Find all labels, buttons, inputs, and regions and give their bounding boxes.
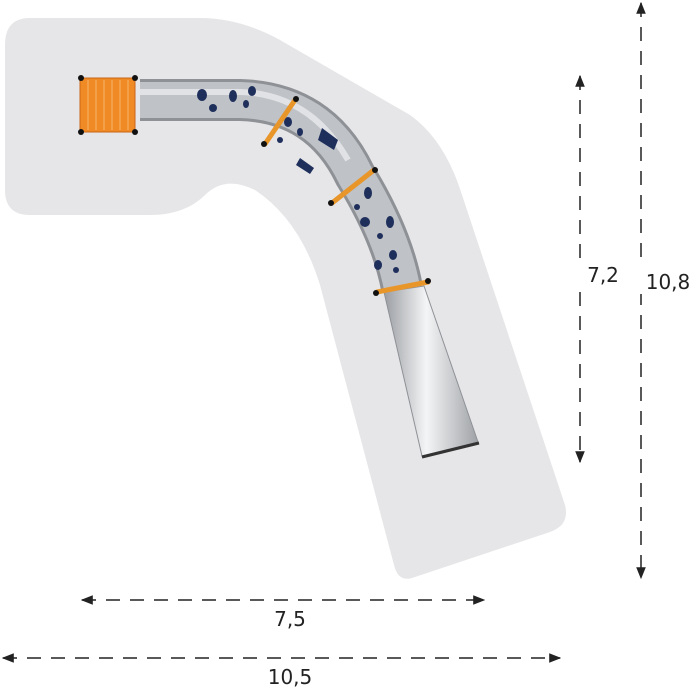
outer-height-label: 10,8	[646, 270, 691, 294]
outer-width-label: 10,5	[268, 665, 313, 689]
platform	[78, 75, 138, 135]
inner-width-label: 7,5	[274, 607, 306, 631]
inner-height-label: 7,2	[587, 263, 619, 287]
slide-tube	[140, 79, 480, 459]
tube-spots	[197, 86, 399, 273]
clamps	[262, 97, 431, 295]
